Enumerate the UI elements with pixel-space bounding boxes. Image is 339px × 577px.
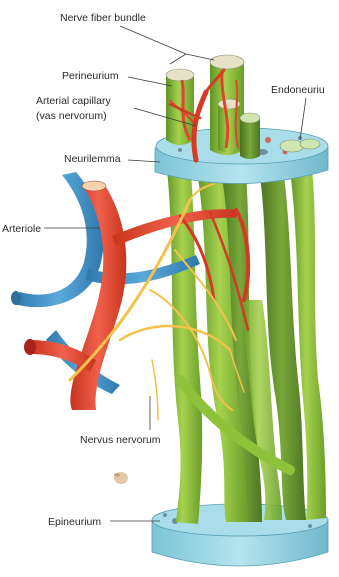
label-arterial-capillary-line1: Arterial capillary (36, 95, 111, 107)
label-neurilemma: Neurilemma (64, 153, 121, 165)
label-endoneurium: Endoneuriu (271, 84, 325, 96)
label-arterial-capillary-line2: (vas nervorum) (36, 110, 107, 122)
fascicle-bundles (166, 55, 260, 159)
label-perineurium: Perineurium (62, 70, 119, 82)
label-nervus-nervorum: Nervus nervorum (80, 434, 161, 446)
label-epineurium: Epineurium (48, 516, 101, 528)
label-arteriole: Arteriole (2, 223, 41, 235)
tissue-fragment (114, 472, 128, 484)
label-nerve-fiber-bundle: Nerve fiber bundle (60, 12, 146, 24)
